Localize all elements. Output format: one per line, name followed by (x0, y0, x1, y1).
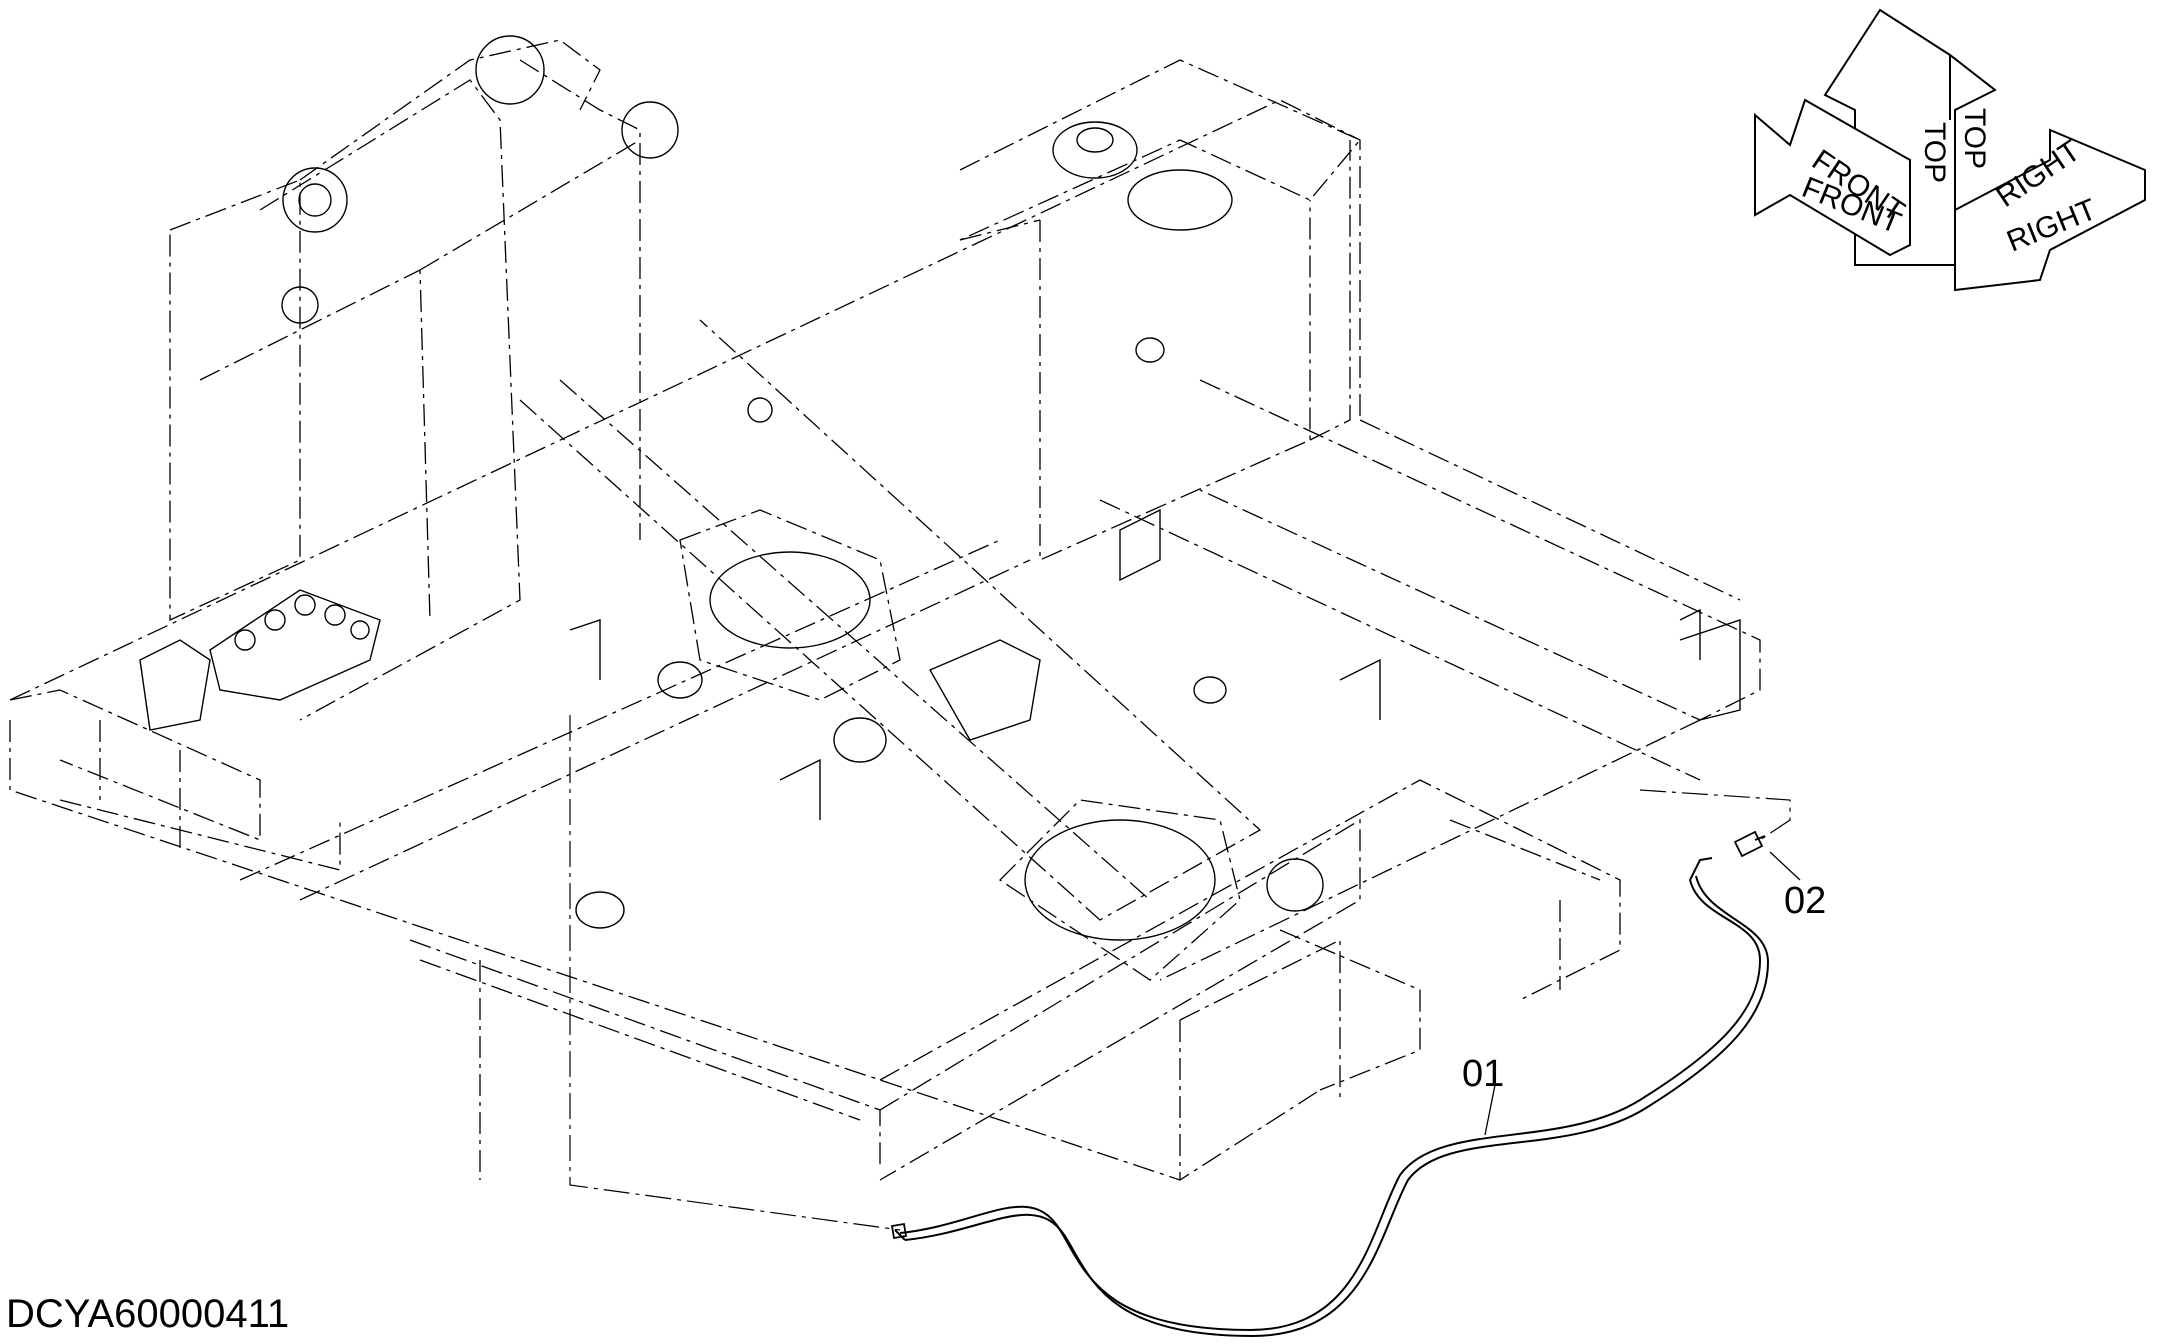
sensor-02 (1733, 830, 1766, 858)
orientation-compass: FRONT FRONT TOP TOP RIGHT RIGHT (1754, 8, 2146, 292)
callout-part-02: 02 (1784, 880, 1827, 922)
frame-detail-solid-lines (139, 35, 1741, 941)
harness-connector-front (890, 1222, 908, 1240)
frame-phantom-lines (9, 39, 1761, 1181)
callout-part-01: 01 (1462, 1053, 1505, 1095)
routing-lines (569, 715, 1791, 1231)
drawing-code: DCYA60000411 (6, 1292, 290, 1336)
label-top-right: TOP (1958, 108, 1991, 169)
label-top-left: TOP (1918, 122, 1951, 183)
callout-leaders (1484, 851, 1801, 1136)
wire-harness-01 (894, 857, 1770, 1338)
